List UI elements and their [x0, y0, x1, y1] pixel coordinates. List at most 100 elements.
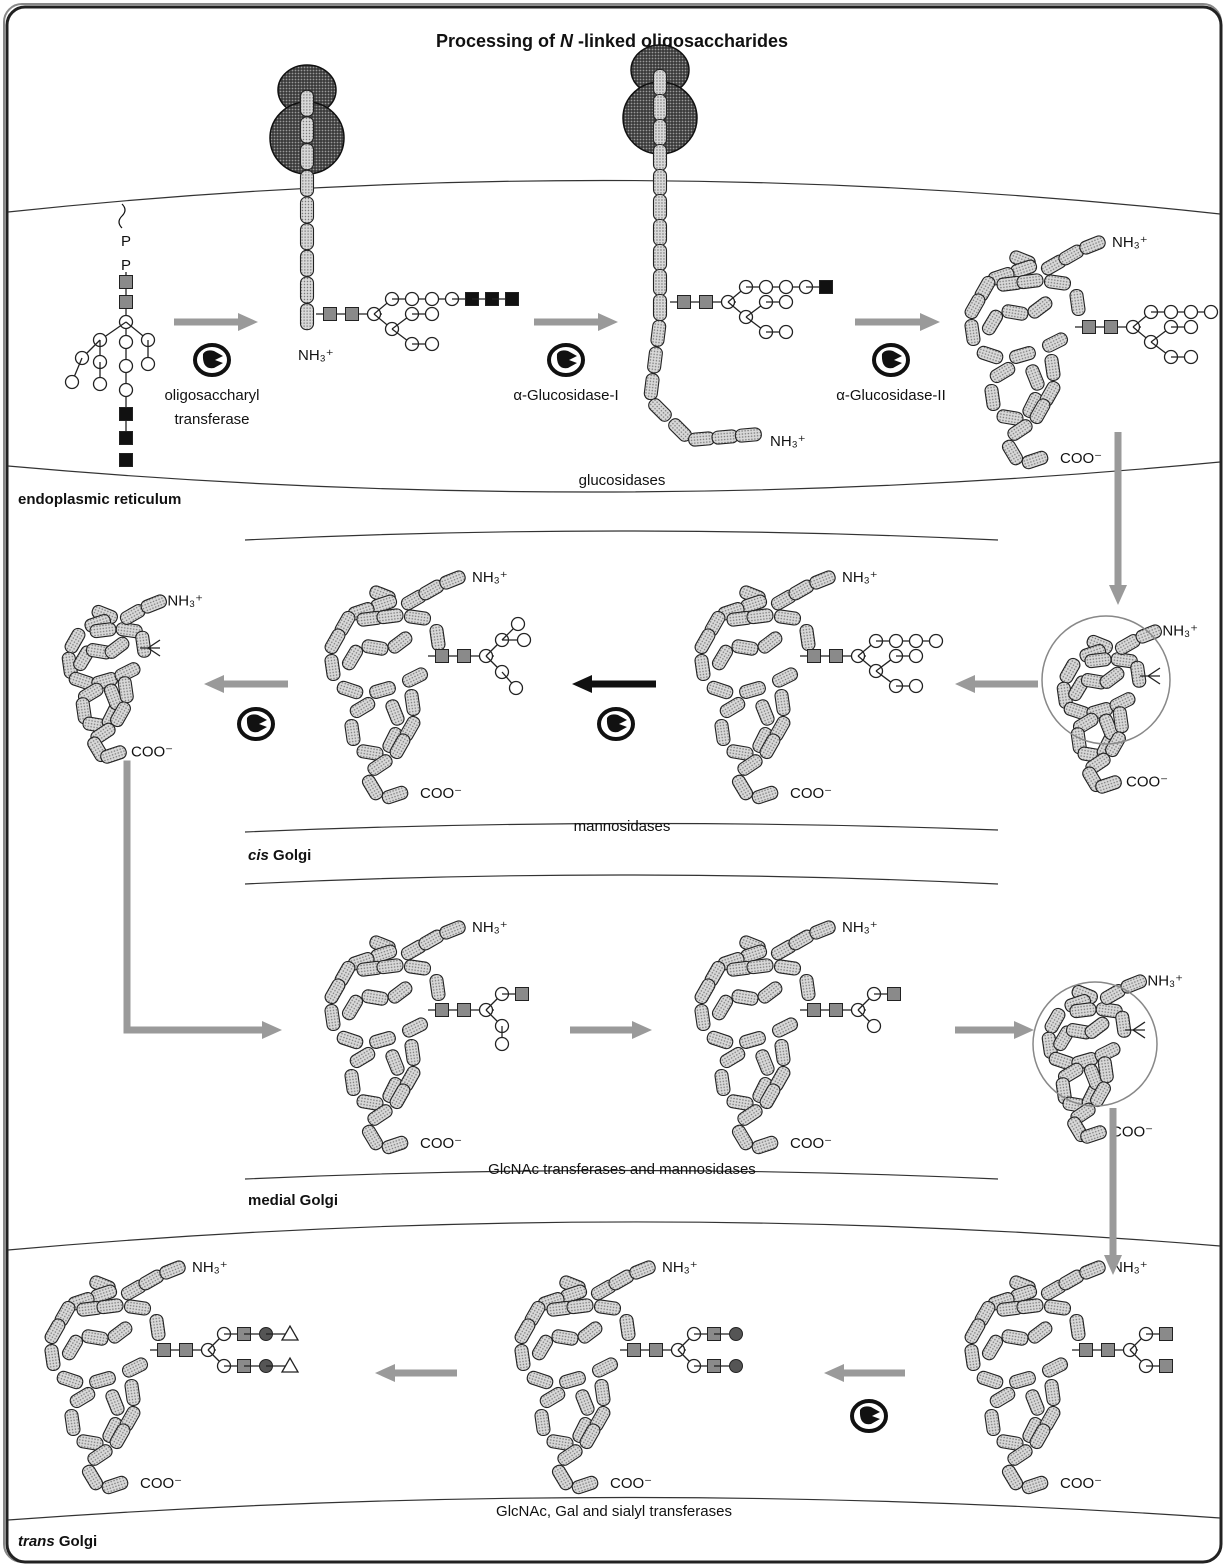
glcnac-residue	[1160, 1328, 1173, 1341]
amino-acid-residue	[654, 170, 667, 196]
glcnac-residue	[346, 308, 359, 321]
glcnac-residue	[458, 650, 471, 663]
amino-acid-residue	[647, 346, 663, 373]
glcnac-residue	[830, 650, 843, 663]
glucose-residue	[820, 281, 833, 294]
enzyme-icon-glucosidase2	[874, 345, 908, 375]
glcnac-residue	[324, 308, 337, 321]
mannose-residue	[66, 376, 79, 389]
amino-acid-residue	[301, 250, 314, 276]
enzyme-ost-label-line1: oligosaccharyl	[164, 387, 259, 404]
mannose-residue	[1185, 351, 1198, 364]
amino-acid-residue	[688, 431, 715, 446]
glcnac-residue	[1083, 321, 1096, 334]
c-terminus-label: COO⁻	[131, 744, 173, 761]
amino-acid-residue	[1016, 273, 1043, 289]
compartment-trans-golgi-label: trans Golgi	[18, 1533, 97, 1550]
glcnac-residue	[700, 296, 713, 309]
phosphate-label: P	[121, 233, 131, 250]
enzyme-glucosidase2-label: α-Glucosidase-II	[836, 387, 946, 404]
enzyme-group-glucosidases: glucosidases	[579, 472, 666, 489]
c-terminus-label: COO⁻	[1060, 450, 1102, 467]
amino-acid-residue	[650, 320, 666, 347]
amino-acid-residue	[89, 622, 116, 638]
glcnac-residue	[1105, 321, 1118, 334]
diagram-title: Processing of N -linked oligosaccharides	[436, 31, 788, 51]
mannose-residue	[426, 338, 439, 351]
glcnac-residue	[1160, 1360, 1173, 1373]
n-terminus-label: NH₃⁺	[842, 569, 878, 586]
c-terminus-label: COO⁻	[420, 785, 462, 802]
mannose-residue	[780, 296, 793, 309]
enzyme-icon-mannosidase-2	[599, 709, 633, 739]
n-terminus-label: NH₃⁺	[192, 1259, 228, 1276]
glcnac-residue	[120, 276, 133, 289]
galactose-residue	[730, 1328, 743, 1341]
amino-acid-residue	[376, 958, 403, 974]
glcnac-residue	[628, 1344, 641, 1357]
amino-acid-residue	[746, 608, 773, 624]
amino-acid-residue	[654, 245, 667, 271]
mannose-residue	[910, 680, 923, 693]
mannose-residue	[1185, 321, 1198, 334]
enzyme-group-medial: GlcNAc transferases and mannosidases	[488, 1161, 756, 1178]
amino-acid-residue	[301, 304, 314, 330]
compartment-medial-golgi-label: medial Golgi	[248, 1192, 338, 1209]
glucose-residue	[506, 293, 519, 306]
amino-acid-residue	[654, 220, 667, 246]
amino-acid-residue	[566, 1298, 593, 1314]
amino-acid-residue	[96, 1298, 123, 1314]
amino-acid-residue	[654, 270, 667, 296]
n-terminus-label: NH₃⁺	[662, 1259, 698, 1276]
amino-acid-residue	[654, 145, 667, 171]
mannose-residue	[760, 281, 773, 294]
mannose-residue	[780, 281, 793, 294]
mannose-residue	[94, 378, 107, 391]
mannose-residue	[426, 293, 439, 306]
glcnac-residue	[808, 650, 821, 663]
enzyme-group-trans: GlcNAc, Gal and sialyl transferases	[496, 1503, 732, 1520]
enzyme-icon-trans	[852, 1401, 886, 1431]
compartment-cis-golgi-label: cis Golgi	[248, 847, 311, 864]
c-terminus-label: COO⁻	[140, 1475, 182, 1492]
amino-acid-residue	[1084, 652, 1111, 668]
glcnac-residue	[180, 1344, 193, 1357]
mannose-residue	[496, 1038, 509, 1051]
c-terminus-label: COO⁻	[790, 785, 832, 802]
mannose-residue	[518, 634, 531, 647]
amino-acid-residue	[654, 120, 667, 146]
mannose-residue	[930, 635, 943, 648]
n-terminus-label: NH₃⁺	[167, 592, 203, 609]
mannose-residue	[1205, 306, 1218, 319]
mannose-residue	[1185, 306, 1198, 319]
c-terminus-label: COO⁻	[790, 1135, 832, 1152]
glucose-residue	[120, 454, 133, 467]
amino-acid-residue	[301, 197, 314, 223]
c-terminus-label: COO⁻	[1111, 1124, 1153, 1141]
mannose-residue	[780, 326, 793, 339]
enzyme-icon-glucosidase1	[549, 345, 583, 375]
mannose-residue	[120, 336, 133, 349]
glcnac-residue	[678, 296, 691, 309]
glcnac-residue	[458, 1004, 471, 1017]
glcnac-residue	[158, 1344, 171, 1357]
compartment-er-label: endoplasmic reticulum	[18, 491, 181, 508]
amino-acid-residue	[746, 958, 773, 974]
glcnac-residue	[830, 1004, 843, 1017]
c-terminus-label: COO⁻	[420, 1135, 462, 1152]
glcnac-residue	[650, 1344, 663, 1357]
glucose-residue	[120, 432, 133, 445]
enzyme-icon-mannosidase-1	[239, 709, 273, 739]
n-terminus-label: NH₃⁺	[1112, 234, 1148, 251]
amino-acid-residue	[301, 224, 314, 250]
amino-acid-residue	[654, 195, 667, 221]
enzyme-group-mannosidases: mannosidases	[574, 818, 671, 835]
amino-acid-residue	[735, 427, 762, 442]
n-terminus-label: NH₃⁺	[770, 433, 806, 450]
n-terminus-label: NH₃⁺	[298, 347, 334, 364]
amino-acid-residue	[301, 170, 314, 196]
glcnac-residue	[120, 296, 133, 309]
mannose-residue	[910, 650, 923, 663]
mannose-residue	[120, 360, 133, 373]
